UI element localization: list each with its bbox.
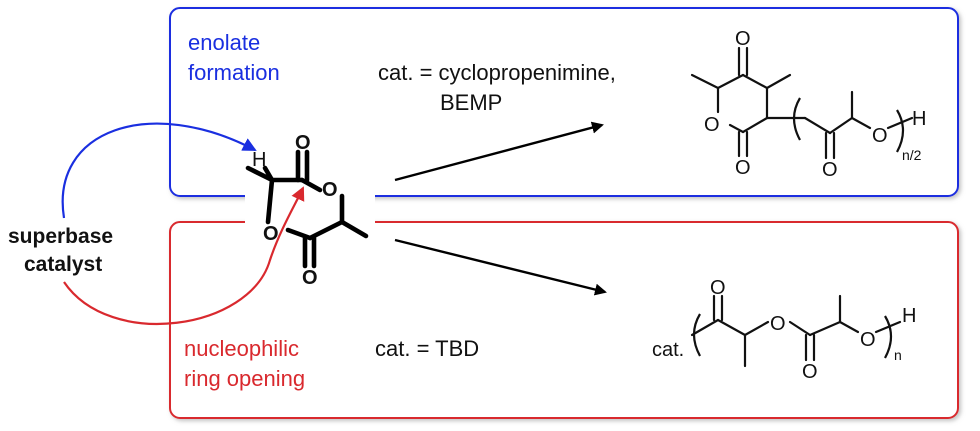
nucleophilic-curved-arrow — [63, 186, 305, 325]
ring-opening-label-2: ring opening — [184, 366, 305, 391]
enolate-label-1: enolate — [188, 30, 260, 55]
superbase-label-2: catalyst — [24, 253, 102, 276]
bottom-product-molecule — [690, 294, 902, 368]
bottom-cat: cat. — [652, 339, 684, 361]
lactide-molecule — [245, 149, 369, 269]
enolate-label-2: formation — [188, 60, 280, 85]
bottom-h: H — [902, 305, 916, 327]
bottom-o-chain: O — [860, 329, 876, 351]
reaction-arrow-top — [394, 121, 604, 182]
top-h: H — [912, 108, 926, 130]
lactide-o-ring-left: O — [263, 223, 279, 245]
lactide-h: H — [252, 149, 266, 171]
enolate-panel — [169, 7, 959, 197]
top-o-carbonyl-top: O — [735, 28, 751, 50]
top-o-chain: O — [872, 125, 888, 147]
superbase-label-1: superbase — [8, 225, 113, 248]
enolate-curved-arrow — [61, 122, 257, 219]
top-product-molecule — [690, 46, 914, 160]
bottom-o-carbonyl1: O — [710, 277, 726, 299]
ring-opening-panel — [169, 221, 959, 419]
bottom-o-ester: O — [770, 313, 786, 335]
top-subscript: n/2 — [902, 147, 922, 163]
top-o-ring: O — [704, 114, 720, 136]
reaction-arrow-bottom — [394, 238, 607, 296]
bottom-o-carbonyl2: O — [802, 361, 818, 383]
top-catalyst-2: BEMP — [440, 90, 502, 115]
bottom-subscript: n — [894, 347, 902, 363]
lactide-o-ring-right: O — [322, 179, 338, 201]
top-o-chain-carbonyl: O — [822, 159, 838, 181]
lactide-o-carbonyl-top: O — [295, 132, 311, 154]
bottom-catalyst-1: cat. = TBD — [375, 336, 479, 361]
ring-opening-label-1: nucleophilic — [184, 336, 299, 361]
top-catalyst-1: cat. = cyclopropenimine, — [378, 60, 616, 85]
top-o-carbonyl-bottom: O — [735, 157, 751, 179]
lactide-o-carbonyl-bottom: O — [302, 267, 318, 289]
